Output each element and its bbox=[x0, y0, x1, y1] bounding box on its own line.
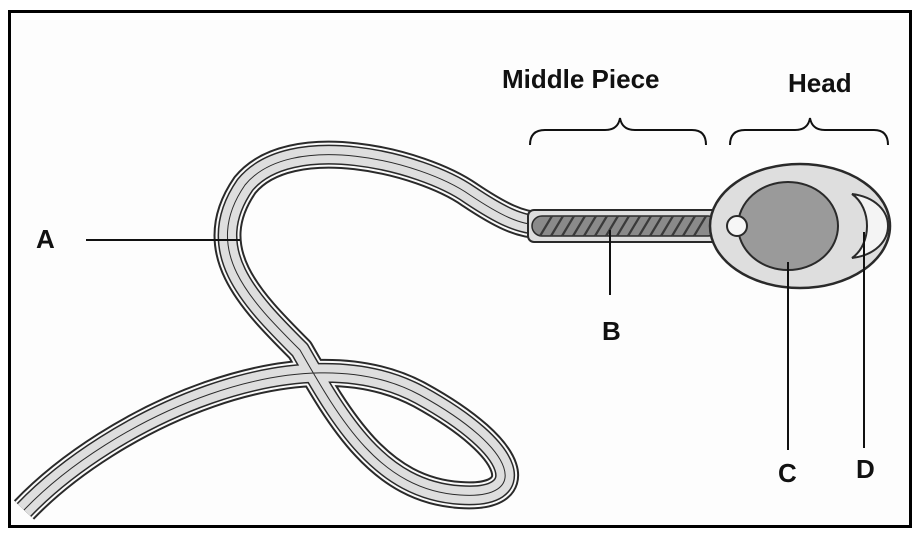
label-a: A bbox=[36, 224, 55, 255]
head-bracket bbox=[730, 118, 888, 145]
middle-piece-label: Middle Piece bbox=[502, 64, 660, 95]
centriole bbox=[727, 216, 747, 236]
label-b: B bbox=[602, 316, 621, 347]
head-label: Head bbox=[788, 68, 852, 99]
middle-piece bbox=[528, 210, 724, 242]
middle-piece-bracket bbox=[530, 118, 706, 145]
tail bbox=[24, 155, 540, 510]
label-d: D bbox=[856, 454, 875, 485]
label-c: C bbox=[778, 458, 797, 489]
nucleus bbox=[738, 182, 838, 270]
brackets bbox=[530, 118, 888, 145]
